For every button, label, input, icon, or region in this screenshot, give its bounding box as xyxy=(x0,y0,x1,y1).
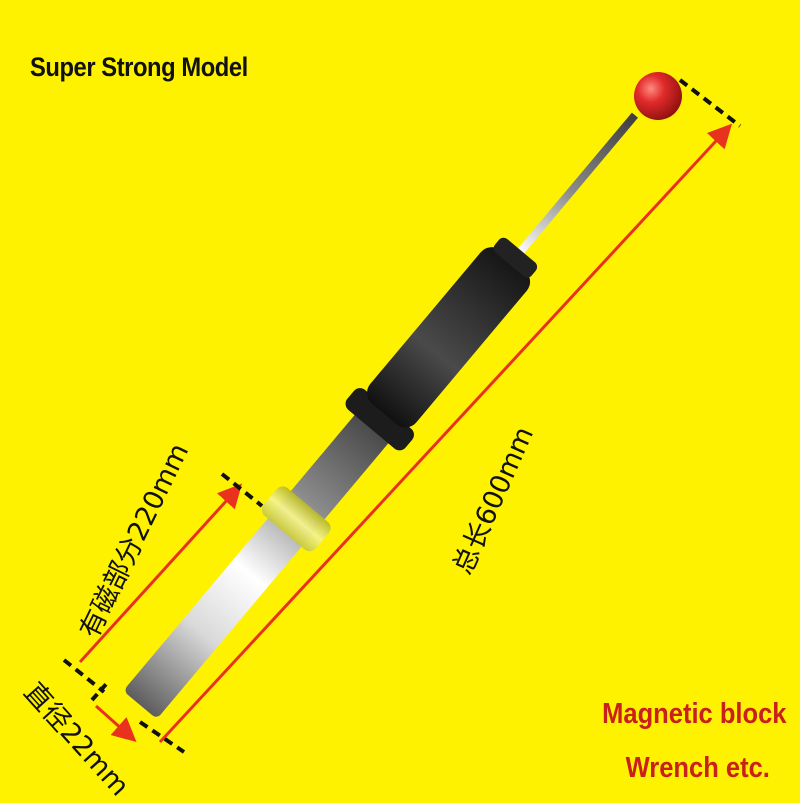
note-magnetic-block: Magnetic block xyxy=(601,698,786,730)
steel-tube xyxy=(125,402,399,717)
diameter-line xyxy=(95,704,137,742)
red-ball-knob xyxy=(634,72,682,120)
magnetic-pickup-tool-icon xyxy=(125,112,639,717)
rubber-grip xyxy=(367,247,531,428)
note-wrench: Wrench etc. xyxy=(625,752,770,784)
product-title: Super Strong Model xyxy=(30,52,248,82)
magnetic-tick-bottom xyxy=(62,658,106,694)
magnetic-length-line xyxy=(78,483,243,664)
handle-flange xyxy=(345,388,414,451)
total-length-tick-bottom xyxy=(138,720,186,754)
total-length-line xyxy=(158,123,733,744)
total-length-tick-top xyxy=(678,78,742,128)
diameter-tick xyxy=(90,680,110,702)
grip-end xyxy=(493,237,538,278)
magnetic-tick-top xyxy=(220,472,264,508)
yellow-ring xyxy=(261,486,331,552)
